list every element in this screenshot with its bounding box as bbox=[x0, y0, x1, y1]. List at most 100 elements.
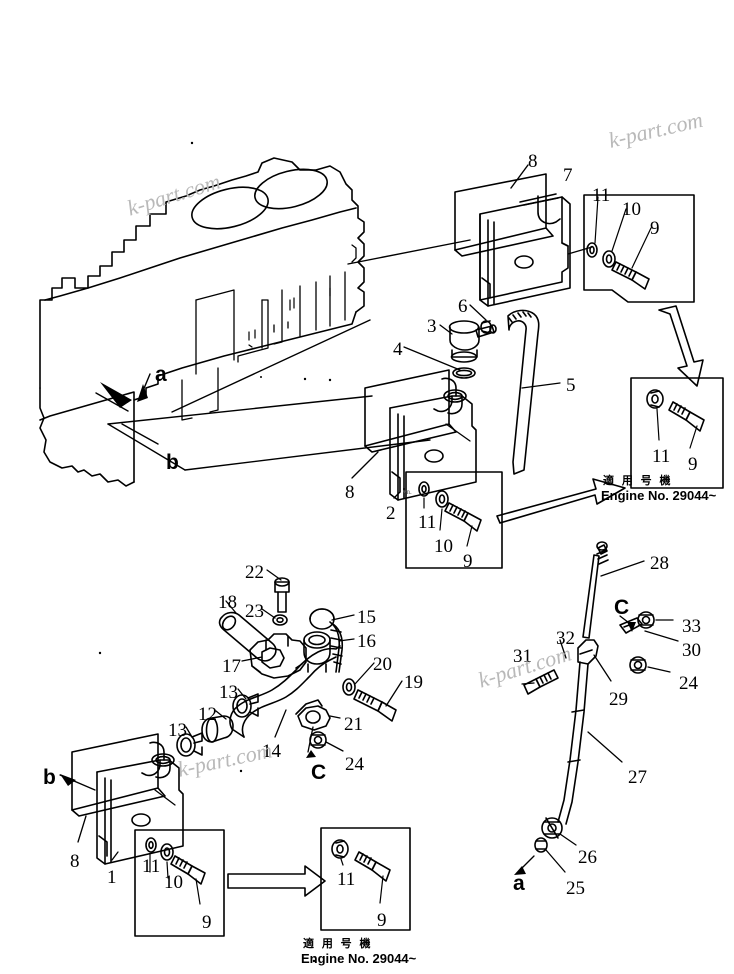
filler-washer-23 bbox=[272, 614, 288, 626]
engine-note-bottom-japanese: 適 用 号 機 bbox=[303, 937, 373, 950]
callout-18: 18 bbox=[218, 592, 237, 613]
callout-22: 22 bbox=[245, 562, 264, 583]
callout-6: 6 bbox=[458, 296, 468, 317]
dipstick-nut-33 bbox=[637, 611, 655, 629]
callout-9-mid: 9 bbox=[463, 551, 473, 572]
dipstick-nut-24r bbox=[629, 656, 647, 674]
filler-nut-24 bbox=[309, 731, 327, 749]
scan-mark-vn: vn. bbox=[403, 488, 412, 496]
engine-note-right-japanese: 適 用 号 機 bbox=[603, 474, 673, 487]
engine-note-right-english: Engine No. 29044~ bbox=[601, 488, 717, 503]
inset-box-middle bbox=[405, 471, 503, 569]
engine-block-bolt-marks bbox=[248, 287, 331, 341]
callout-32: 32 bbox=[556, 628, 575, 649]
filler-tube-top bbox=[303, 631, 331, 673]
dipstick-tube-27 bbox=[557, 661, 589, 825]
callout-11-mid: 11 bbox=[418, 512, 437, 533]
engine-block-side-details bbox=[181, 244, 357, 421]
dipstick-bolt-31 bbox=[523, 669, 559, 695]
callout-13-a: 13 bbox=[219, 682, 238, 703]
callout-31: 31 bbox=[513, 646, 532, 667]
inset-box-bottom-note bbox=[320, 827, 411, 931]
callout-20: 20 bbox=[373, 654, 392, 675]
marker-a-engine: a bbox=[155, 363, 167, 386]
cover-assembly-bottom bbox=[71, 733, 184, 865]
callout-9-tr: 9 bbox=[650, 218, 660, 239]
dipstick-leaders bbox=[514, 560, 679, 875]
callout-8-top: 8 bbox=[528, 151, 538, 172]
callout-24-r: 24 bbox=[679, 673, 698, 694]
callout-8-bl: 8 bbox=[70, 851, 80, 872]
callout-7: 7 bbox=[563, 165, 573, 186]
inset-box-right-note bbox=[630, 377, 724, 489]
filler-chain-16 bbox=[329, 621, 344, 673]
callout-1: 1 bbox=[107, 867, 117, 888]
dipstick-bracket-29 bbox=[577, 639, 599, 665]
filler-neck-17 bbox=[249, 633, 307, 679]
callout-11-r: 11 bbox=[652, 446, 671, 467]
arrow-bottom-left-to-note bbox=[227, 865, 326, 897]
callout-10-mid: 10 bbox=[434, 536, 453, 557]
callout-16: 16 bbox=[357, 631, 376, 652]
callout-10-tr: 10 bbox=[622, 199, 641, 220]
marker-a-bottom: a bbox=[513, 872, 525, 895]
engine-block-top-bores bbox=[191, 168, 328, 230]
callout-13-b: 13 bbox=[168, 720, 187, 741]
cover-bottom-leaders bbox=[59, 774, 176, 861]
inset-box-top-right bbox=[583, 194, 695, 303]
callout-27: 27 bbox=[628, 767, 647, 788]
callout-11-tr: 11 bbox=[592, 185, 611, 206]
filler-bolt-19 bbox=[353, 689, 397, 722]
callout-11-bc: 11 bbox=[337, 869, 356, 890]
callout-3: 3 bbox=[427, 316, 437, 337]
filler-washer-20 bbox=[342, 678, 356, 696]
callout-10-bl: 10 bbox=[164, 872, 183, 893]
filler-pipe-18 bbox=[218, 611, 277, 662]
breather-leaders bbox=[403, 304, 561, 389]
callout-9-bc: 9 bbox=[377, 910, 387, 931]
breather-tube-5 bbox=[507, 309, 540, 475]
filler-clamp-12 bbox=[201, 715, 234, 743]
callout-5: 5 bbox=[566, 375, 576, 396]
callout-21: 21 bbox=[344, 714, 363, 735]
cover-assembly-middle bbox=[364, 369, 477, 501]
cover-middle-leaders bbox=[351, 423, 471, 499]
callout-24-c: 24 bbox=[345, 754, 364, 775]
filler-cap-15 bbox=[309, 608, 335, 630]
callout-33: 33 bbox=[682, 616, 701, 637]
scan-speckles bbox=[98, 141, 405, 963]
engine-block-outline bbox=[39, 157, 365, 487]
filler-bracket-21 bbox=[295, 699, 331, 731]
callout-15: 15 bbox=[357, 607, 376, 628]
callout-29: 29 bbox=[609, 689, 628, 710]
engine-note-bottom-english: Engine No. 29044~ bbox=[301, 951, 417, 966]
marker-b-engine: b bbox=[166, 451, 179, 474]
engine-callout-leaders bbox=[95, 239, 471, 471]
marker-c-lower: C bbox=[311, 761, 327, 784]
callout-4: 4 bbox=[393, 339, 403, 360]
engine-leader-8-top bbox=[510, 164, 529, 189]
callout-2: 2 bbox=[386, 503, 396, 524]
callout-28: 28 bbox=[650, 553, 669, 574]
callout-23: 23 bbox=[245, 601, 264, 622]
dipstick-28 bbox=[582, 541, 609, 639]
callout-11-bl: 11 bbox=[142, 856, 161, 877]
marker-b-left: b bbox=[43, 766, 56, 789]
filler-clamp-13-b bbox=[176, 732, 203, 757]
breather-valve bbox=[448, 320, 497, 363]
callout-12: 12 bbox=[198, 704, 217, 725]
callout-8-mid: 8 bbox=[345, 482, 355, 503]
callout-9-r: 9 bbox=[688, 454, 698, 475]
cover-assembly-top bbox=[454, 173, 571, 307]
cover-top-mount-leader bbox=[567, 246, 593, 255]
inset-box-bottom-left bbox=[134, 829, 225, 937]
svg-text:vn.: vn. bbox=[403, 488, 412, 496]
arrow-top-to-note bbox=[658, 305, 704, 387]
arrow-middle-to-note bbox=[496, 478, 626, 524]
callout-9-bl: 9 bbox=[202, 912, 212, 933]
callout-17: 17 bbox=[222, 656, 241, 677]
breather-oring-4 bbox=[452, 367, 476, 379]
filler-leaders bbox=[185, 569, 403, 758]
